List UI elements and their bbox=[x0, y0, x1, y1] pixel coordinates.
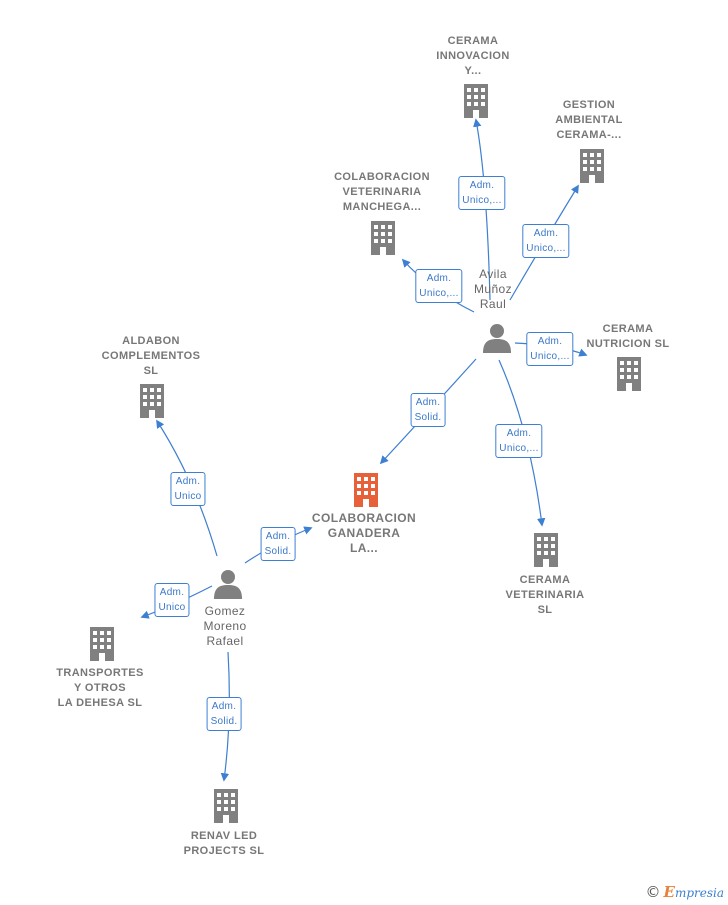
node-cerama-nutricion[interactable]: CERAMA NUTRICION SL bbox=[586, 322, 669, 352]
node-label: ALDABON COMPLEMENTOS SL bbox=[101, 335, 201, 377]
node-label: COLABORACION GANADERA LA... bbox=[311, 511, 417, 555]
node-renav[interactable]: RENAV LED PROJECTS SL bbox=[184, 829, 265, 859]
edge-label-gestion-ambiental[interactable]: Adm. Unico,... bbox=[522, 224, 570, 258]
node-label: CERAMA NUTRICION SL bbox=[586, 323, 670, 350]
renav-building-icon[interactable] bbox=[214, 789, 238, 823]
brand-logo: ©Empresia bbox=[646, 883, 725, 901]
colaboracion-veterinaria-building-icon[interactable] bbox=[371, 221, 395, 255]
edge-label-cerama-innovacion[interactable]: Adm. Unico,... bbox=[458, 176, 506, 210]
node-cerama-innovacion[interactable]: CERAMA INNOVACION Y... bbox=[436, 34, 509, 79]
cerama-veterinaria-building-icon[interactable] bbox=[534, 533, 558, 567]
edge-label-cerama-nutricion[interactable]: Adm. Unico,... bbox=[526, 332, 574, 366]
node-label: Avila Muñoz Raul bbox=[473, 267, 513, 311]
gestion-ambiental-building-icon[interactable] bbox=[580, 149, 604, 183]
node-gestion-ambiental[interactable]: GESTION AMBIENTAL CERAMA-... bbox=[555, 98, 623, 143]
node-transportes[interactable]: TRANSPORTES Y OTROS LA DEHESA SL bbox=[56, 666, 144, 711]
cerama-innovacion-building-icon[interactable] bbox=[464, 84, 488, 118]
edge-label-transportes[interactable]: Adm. Unico bbox=[154, 583, 190, 617]
colaboracion-ganadera-building-icon[interactable] bbox=[354, 473, 378, 507]
node-label: CERAMA INNOVACION Y... bbox=[436, 35, 510, 77]
edge-label-colaboracion-ganadera-gomez[interactable]: Adm. Solid. bbox=[260, 527, 296, 561]
aldabon-building-icon[interactable] bbox=[140, 384, 164, 418]
node-cerama-veterinaria[interactable]: CERAMA VETERINARIA SL bbox=[506, 573, 585, 618]
edge-label-colaboracion-veterinaria[interactable]: Adm. Unico,... bbox=[415, 269, 463, 303]
node-label: COLABORACION VETERINARIA MANCHEGA... bbox=[334, 171, 430, 213]
edge-label-colaboracion-ganadera-avila[interactable]: Adm. Solid. bbox=[410, 393, 446, 427]
copyright-icon: © bbox=[645, 883, 661, 901]
edge-label-renav[interactable]: Adm. Solid. bbox=[206, 697, 242, 731]
node-avila[interactable]: Avila Muñoz Raul bbox=[474, 267, 512, 312]
edge-label-aldabon[interactable]: Adm. Unico bbox=[170, 472, 206, 506]
node-colaboracion-ganadera[interactable]: COLABORACION GANADERA LA... bbox=[312, 511, 416, 556]
edge-label-cerama-veterinaria[interactable]: Adm. Unico,... bbox=[495, 424, 543, 458]
node-gomez[interactable]: Gomez Moreno Rafael bbox=[203, 604, 246, 649]
avila-person-icon[interactable] bbox=[483, 324, 511, 353]
node-label: TRANSPORTES Y OTROS LA DEHESA SL bbox=[56, 667, 144, 709]
brand-name: mpresia bbox=[674, 886, 724, 900]
node-colaboracion-veterinaria[interactable]: COLABORACION VETERINARIA MANCHEGA... bbox=[334, 170, 430, 215]
gomez-person-icon[interactable] bbox=[214, 570, 242, 599]
node-aldabon[interactable]: ALDABON COMPLEMENTOS SL bbox=[102, 334, 201, 379]
node-label: Gomez Moreno Rafael bbox=[203, 604, 247, 648]
node-label: GESTION AMBIENTAL CERAMA-... bbox=[555, 99, 623, 141]
node-label: RENAV LED PROJECTS SL bbox=[183, 830, 265, 857]
node-label: CERAMA VETERINARIA SL bbox=[505, 574, 585, 616]
brand-initial: E bbox=[663, 883, 675, 901]
cerama-nutricion-building-icon[interactable] bbox=[617, 357, 641, 391]
transportes-building-icon[interactable] bbox=[90, 627, 114, 661]
